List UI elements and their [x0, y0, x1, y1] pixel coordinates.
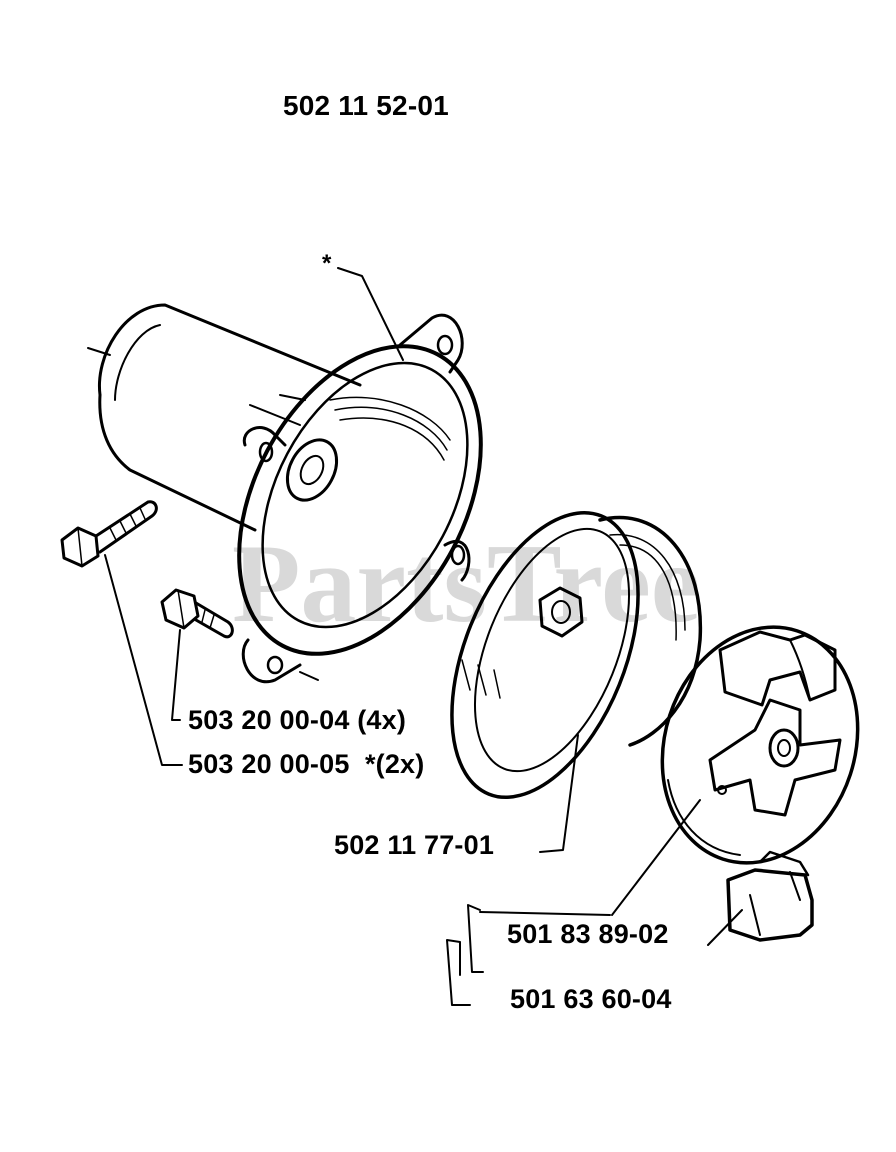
callout-drum: 502 11 77-01 — [334, 830, 495, 860]
asterisk-leader-line — [337, 267, 404, 361]
leader-shoe — [446, 909, 743, 1006]
callout-clutch: 501 83 89-02 — [507, 919, 669, 949]
clutch-drum — [450, 510, 703, 800]
leader-screw-4x — [171, 629, 181, 721]
callout-screw-2x: 503 20 00-05 *(2x) — [188, 749, 425, 779]
leader-clutch — [467, 799, 701, 973]
asterisk-marker: * — [322, 250, 332, 277]
clutch-shoe — [726, 850, 814, 942]
leader-screw-2x — [104, 554, 183, 766]
screw-long — [60, 500, 158, 568]
callout-screw-4x: 503 20 00-04 (4x) — [188, 705, 407, 735]
clutch-housing — [87, 303, 483, 684]
centrifugal-clutch — [660, 625, 860, 865]
screw-short — [160, 588, 234, 639]
main-part-number: 502 11 52-01 — [283, 90, 449, 121]
callout-shoe: 501 63 60-04 — [510, 984, 672, 1014]
leader-drum — [539, 734, 579, 853]
